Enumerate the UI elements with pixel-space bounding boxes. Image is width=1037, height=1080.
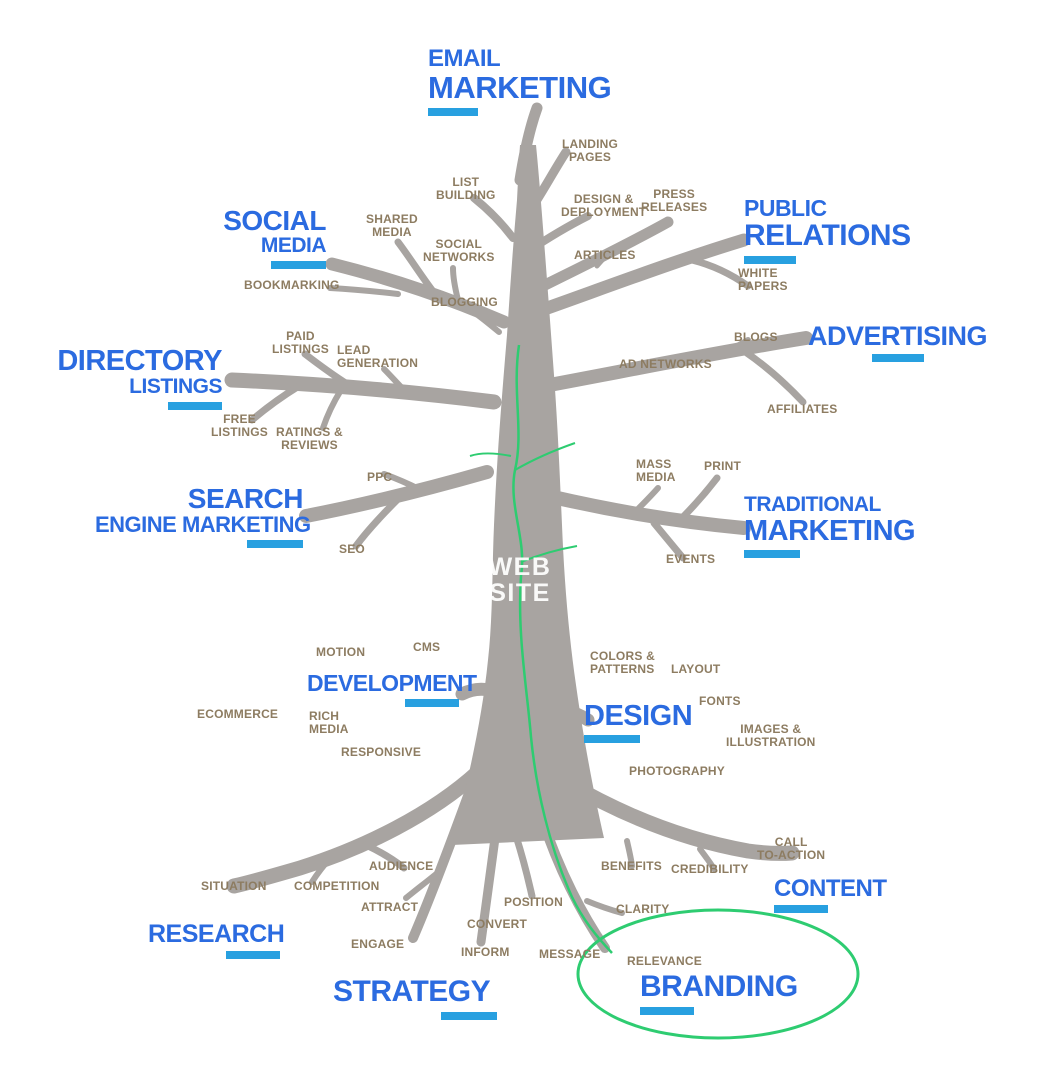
category-line: DEVELOPMENT (307, 670, 477, 696)
label-relevance: RELEVANCE (627, 954, 702, 968)
label-print: PRINT (704, 459, 741, 473)
label-ppc: PPC (367, 470, 393, 484)
category-line: BRANDING (640, 970, 798, 1003)
category-line: TRADITIONAL (744, 493, 881, 516)
label-attract: ATTRACT (361, 900, 419, 914)
label-clarity: CLARITY (616, 902, 670, 916)
label-inform: INFORM (461, 945, 510, 959)
category-strategy: STRATEGY (333, 976, 497, 1020)
label-ratings-reviews: RATINGS &REVIEWS (276, 425, 343, 452)
category-branding: BRANDING (640, 971, 818, 1015)
underline-research (226, 951, 280, 959)
category-line: ENGINE MARKETING (95, 512, 311, 537)
label-audience: AUDIENCE (369, 859, 434, 873)
label-fonts: FONTS (699, 694, 741, 708)
label-blogs: BLOGS (734, 330, 778, 344)
label-ad-networks: AD NETWORKS (619, 357, 712, 371)
label-layout: LAYOUT (671, 662, 721, 676)
category-research: RESEARCH (148, 920, 285, 959)
label-credibility: CREDIBILITY (671, 862, 749, 876)
label-bookmarking: BOOKMARKING (244, 278, 340, 292)
category-line: MEDIA (260, 234, 327, 257)
category-line: DIRECTORY (57, 345, 222, 377)
underline-strategy (441, 1012, 497, 1020)
category-line: PUBLIC (744, 195, 827, 221)
category-line: RELATIONS (744, 219, 911, 252)
category-line: LISTINGS (129, 375, 222, 398)
label-benefits: BENEFITS (601, 859, 662, 873)
label-images-illustration: IMAGES &ILLUSTRATION (726, 722, 816, 749)
underline-directory-listings (168, 402, 222, 410)
category-design: DESIGN (584, 701, 694, 743)
label-engage: ENGAGE (351, 937, 405, 951)
label-convert: CONVERT (467, 917, 528, 931)
category-advertising: ADVERTISING (808, 322, 988, 362)
category-line: ADVERTISING (808, 321, 988, 351)
category-line: STRATEGY (333, 975, 491, 1008)
underline-design (584, 735, 640, 743)
underline-development (405, 699, 459, 707)
label-blogging: BLOGGING (431, 295, 498, 309)
underline-branding (640, 1007, 694, 1015)
trunk-label-line1: WEB (488, 553, 552, 581)
label-message: MESSAGE (539, 947, 601, 961)
category-line: MARKETING (428, 70, 612, 105)
label-competition: COMPETITION (294, 879, 380, 893)
underline-social-media (271, 261, 326, 269)
underline-traditional-marketing (744, 550, 800, 558)
underline-search-engine-marketing (247, 540, 303, 548)
category-line: CONTENT (774, 875, 887, 902)
category-line: MARKETING (744, 515, 916, 547)
label-seo: SEO (339, 542, 365, 556)
category-line: SOCIAL (223, 205, 326, 236)
label-position: POSITION (504, 895, 563, 909)
label-events: EVENTS (666, 552, 716, 566)
underline-email-marketing (428, 108, 478, 116)
category-line: DESIGN (584, 700, 693, 732)
label-affiliates: AFFILIATES (767, 402, 838, 416)
category-line: EMAIL (428, 45, 501, 72)
category-line: RESEARCH (148, 920, 285, 948)
label-responsive: RESPONSIVE (341, 745, 422, 759)
branding-highlight-ellipse (576, 908, 860, 1040)
label-photography: PHOTOGRAPHY (629, 764, 725, 778)
label-design-deployment: DESIGN &DEPLOYMENT (561, 192, 647, 219)
label-articles: ARTICLES (574, 248, 636, 262)
tree-trunk (452, 145, 604, 845)
category-content: CONTENT (774, 876, 890, 913)
trunk-label-website: WEB SITE (476, 554, 564, 606)
highlight-path (469, 344, 613, 954)
label-ecommerce: ECOMMERCE (197, 707, 279, 721)
label-motion: MOTION (316, 645, 366, 659)
label-cms: CMS (413, 640, 441, 654)
underline-public-relations (744, 256, 796, 264)
underline-advertising (872, 354, 924, 362)
label-colors-patterns: COLORS &PATTERNS (590, 649, 655, 676)
underline-content (774, 905, 828, 913)
trunk-label-line2: SITE (489, 579, 551, 607)
category-development: DEVELOPMENT (307, 670, 477, 707)
label-situation: SITUATION (201, 879, 267, 893)
category-line: SEARCH (187, 483, 304, 514)
